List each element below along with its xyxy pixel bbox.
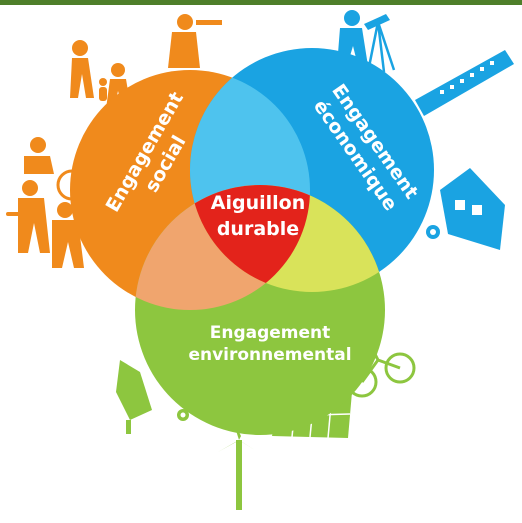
photographer-icon [168,14,222,68]
flower-icon [177,409,189,421]
label-environnemental: Engagement environnemental [188,323,351,365]
top-border [0,0,522,5]
overlap-social-environnemental [135,185,310,310]
tree-icon [116,360,152,434]
factory-icon [415,50,514,116]
gear-icon [426,225,440,239]
label-environnemental-line1: Engagement [210,323,331,343]
label-center-line2: durable [217,218,299,240]
house-icon [440,168,505,250]
label-center-line1: Aiguillon [211,192,305,214]
label-center: Aiguillon durable [211,192,305,240]
elderly-couple-icon [6,180,84,268]
label-environnemental-line2: environnemental [188,345,351,365]
child-icon [99,78,107,101]
